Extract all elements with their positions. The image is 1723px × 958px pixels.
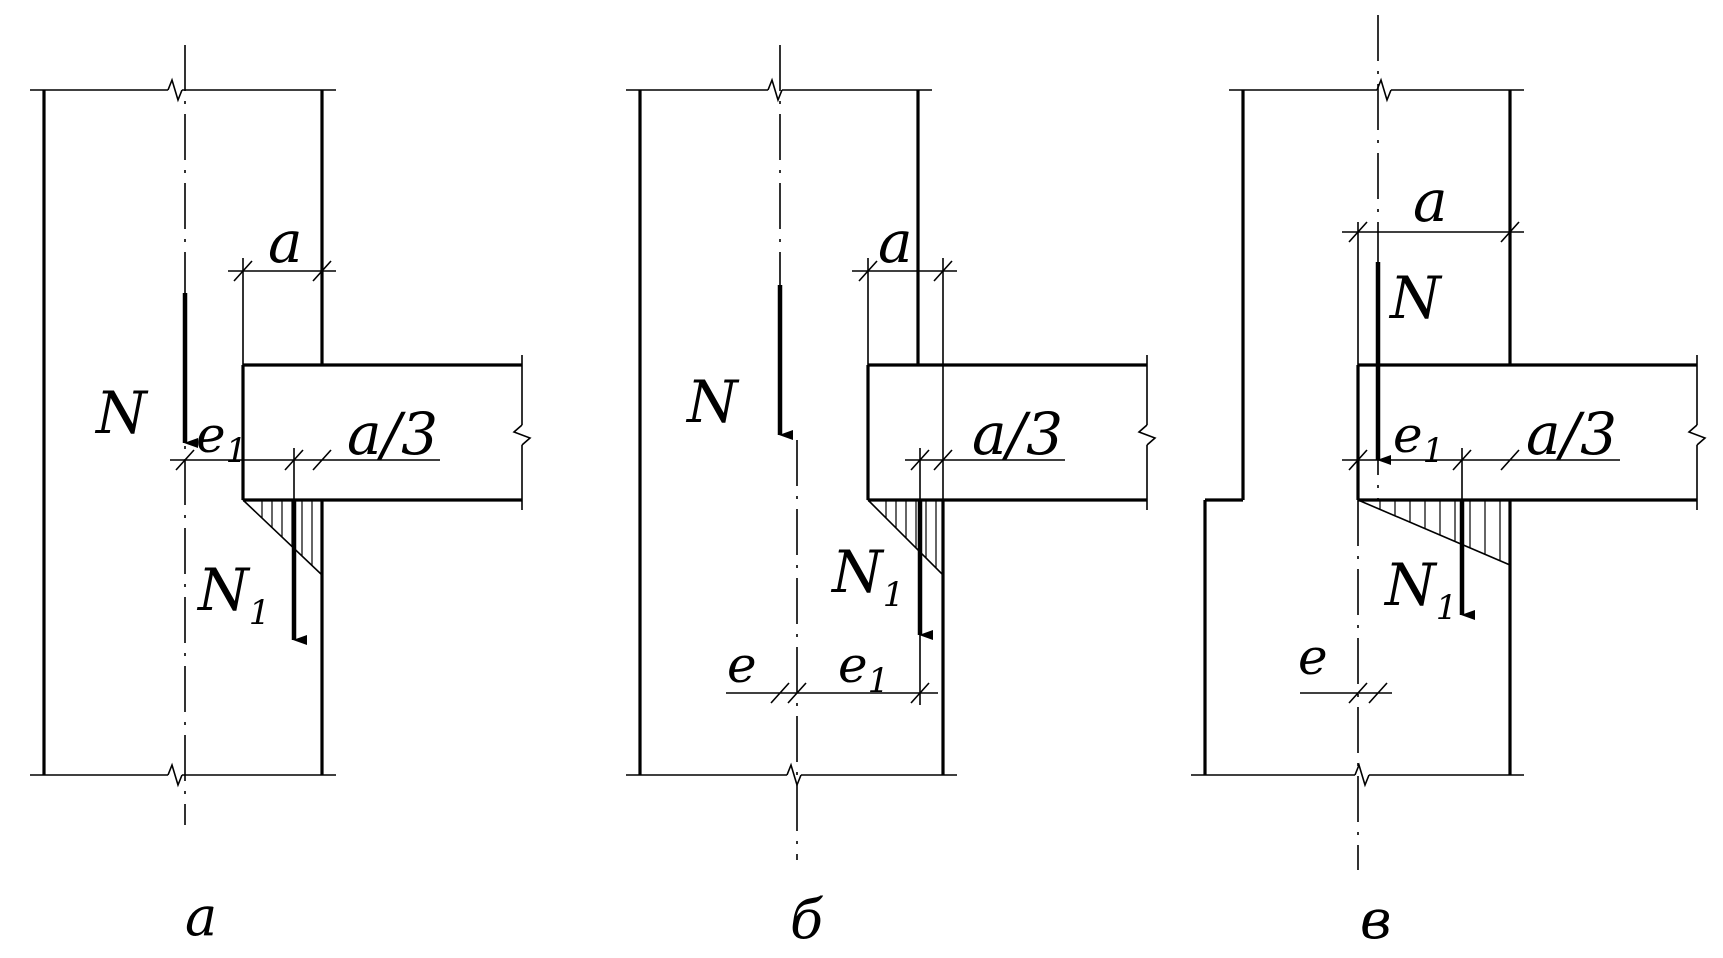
caption-c: в — [1360, 888, 1391, 951]
label-N1-a: N1 — [196, 556, 270, 633]
label-N-b: N — [685, 368, 740, 436]
dimension-a-c: a — [1342, 167, 1524, 365]
caption-b: б — [790, 888, 824, 951]
label-e1-b: e1 — [838, 636, 889, 701]
panel-c: a e1 a/3 e N N1 в — [1191, 15, 1707, 951]
label-a-b: a — [878, 208, 913, 276]
dimension-e1-a: e1 a/3 — [170, 400, 440, 500]
label-N1-b: N1 — [830, 538, 904, 615]
dimension-a-b: a — [852, 208, 957, 500]
stress-diagram-c — [1357, 499, 1511, 567]
caption-a: а — [185, 885, 217, 948]
slab-a — [241, 355, 532, 510]
dimension-e-b: e e1 — [726, 620, 938, 705]
label-e1-a: e1 — [196, 406, 247, 471]
label-N-a: N — [94, 379, 149, 447]
label-a3-a: a/3 — [347, 400, 438, 468]
label-a3-c: a/3 — [1526, 400, 1617, 468]
dimension-a-a: a — [228, 208, 336, 365]
stress-diagram-a — [242, 499, 323, 577]
label-N-c: N — [1388, 264, 1443, 332]
label-a-a: a — [268, 208, 303, 276]
slab-b — [866, 355, 1157, 510]
dimension-a3-b: a/3 — [905, 400, 1065, 500]
label-a3-b: a/3 — [972, 400, 1063, 468]
stress-diagram-b — [867, 499, 944, 577]
wall-b — [626, 77, 957, 788]
panel-b: a a/3 e e1 N N1 б — [626, 45, 1157, 951]
label-a-c: a — [1413, 167, 1448, 235]
dimension-e-c: e — [1298, 628, 1392, 704]
panel-a: a e1 a/3 N N1 а — [30, 45, 532, 948]
dimension-e1-c: e1 a/3 — [1342, 400, 1620, 500]
label-e1-c: e1 — [1393, 406, 1444, 471]
label-N1-c: N1 — [1383, 551, 1457, 628]
label-e-c: e — [1298, 628, 1328, 686]
label-e-b: e — [727, 636, 757, 694]
slab-c — [1356, 355, 1707, 510]
